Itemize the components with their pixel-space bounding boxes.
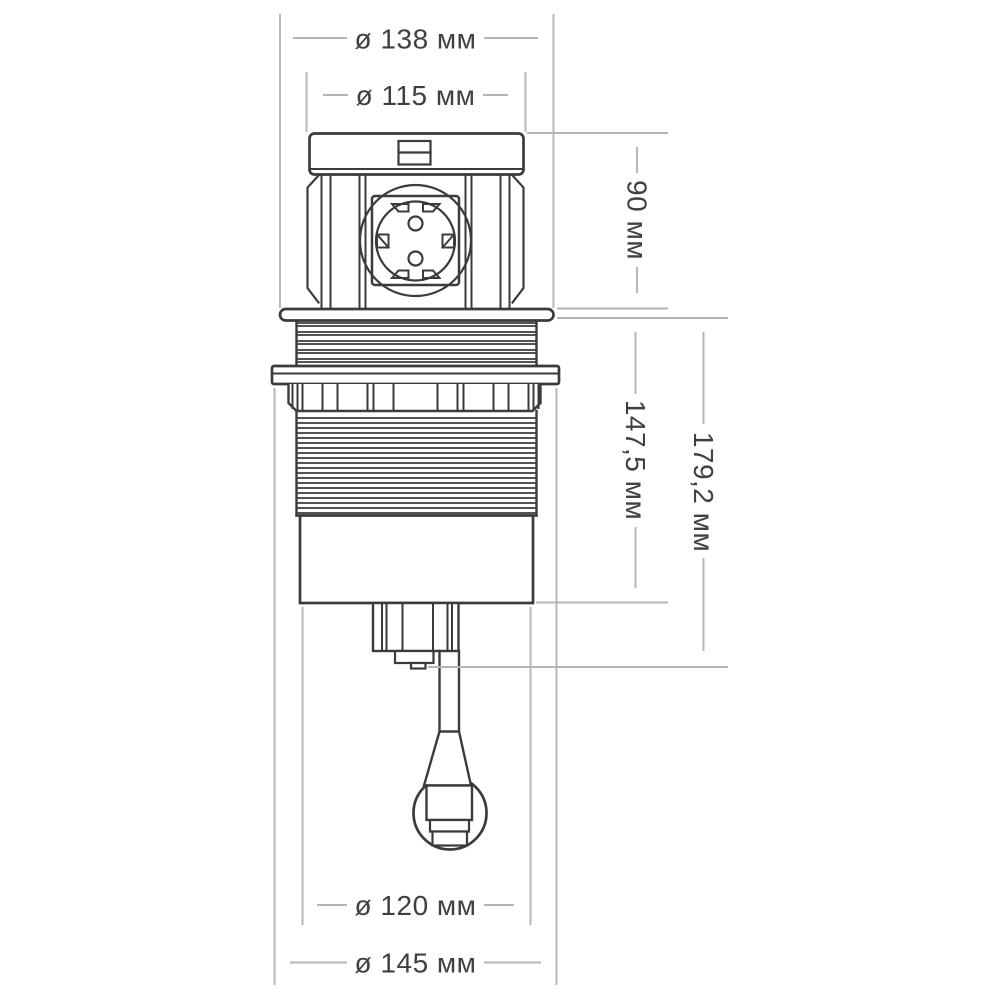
connector-nub (409, 661, 427, 670)
threaded-body (295, 409, 538, 517)
socket-pin-hole-top (407, 215, 424, 232)
device (270, 132, 561, 851)
dim-mounting-ring-diameter: ø 145 мм (273, 388, 558, 985)
guide-notch-bottom-left (389, 269, 410, 279)
extension-lines (279, 14, 555, 308)
connector-segments (381, 602, 453, 652)
dim-label-115: ø 115 мм (356, 80, 476, 111)
extension-lines (305, 72, 527, 132)
extension-lines (536, 317, 728, 604)
cap-outline (308, 132, 525, 176)
earth-clip-right (441, 233, 456, 249)
cable-strain-relief (422, 730, 473, 787)
top-cap (308, 132, 525, 176)
right-side-wing (510, 173, 525, 305)
locking-ring (287, 382, 542, 413)
dim-label-90: 90 мм (622, 180, 653, 260)
dim-threaded-body-diameter: ø 120 мм (301, 607, 532, 925)
extension-lines (527, 132, 668, 310)
dim-cap-diameter: ø 115 мм (305, 72, 527, 132)
locking-ring-slots (291, 383, 540, 412)
thread-ribs (295, 417, 538, 514)
connector-step (393, 649, 435, 665)
socket-face-plate (370, 194, 461, 287)
cable-connector-block (371, 601, 460, 670)
mounting-ring-plate (270, 364, 561, 386)
mounting-flange (278, 307, 555, 322)
left-side-wing (306, 173, 321, 305)
locking-ring-outline (287, 382, 542, 413)
plug-tip (431, 830, 469, 847)
neck-ribs (295, 322, 538, 363)
socket-opening-circle (358, 183, 473, 298)
plug-collar (428, 818, 471, 833)
guide-notch-bottom-right (422, 269, 442, 279)
dimension-annotations: ø 138 мм ø 115 мм 90 мм 147,5 мм 179,2 м… (273, 14, 728, 985)
ribbed-neck (295, 319, 538, 368)
earth-clip-left (375, 233, 390, 249)
guide-notch-top-left (389, 203, 410, 213)
ring-plate-outline (270, 364, 561, 386)
guide-notch-top-right (422, 203, 442, 213)
dim-overall-lower-height: 179,2 мм (428, 332, 728, 668)
plug-body (425, 784, 474, 822)
schuko-socket (358, 183, 473, 298)
dim-cap-flange-diameter: ø 138 мм (279, 14, 555, 308)
lower-cylinder (298, 514, 535, 605)
dim-label-179-2: 179,2 мм (688, 432, 719, 552)
extension-lines (301, 607, 532, 925)
dim-label-145: ø 145 мм (355, 948, 477, 979)
power-cable (412, 649, 488, 851)
dim-top-section-height: 90 мм (527, 132, 668, 310)
dim-label-147-5: 147,5 мм (620, 400, 651, 520)
cable-lines (438, 649, 461, 733)
socket-pin-hole-bottom (407, 250, 424, 267)
extension-lines (273, 388, 558, 985)
dim-label-138: ø 138 мм (355, 24, 477, 55)
dim-body-height: 147,5 мм (536, 317, 728, 604)
dim-label-120: ø 120 мм (355, 890, 477, 921)
